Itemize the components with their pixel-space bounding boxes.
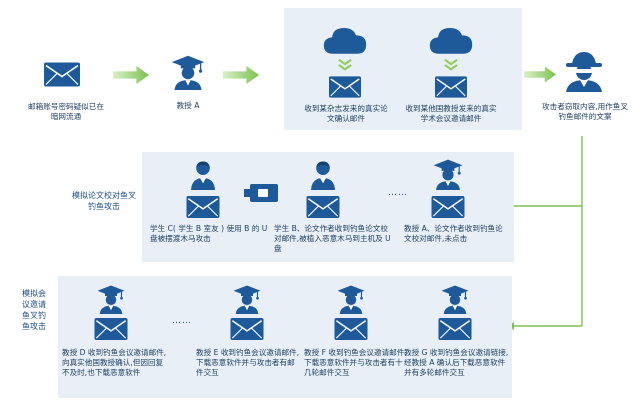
middle-side-label: 模拟论文校对鱼叉钓鱼攻击 — [72, 191, 136, 211]
student-icon — [308, 160, 338, 190]
mail2-label: 收到某他国教授发来的真实学术会议邀请邮件 — [405, 104, 497, 123]
prof-g-envelope-icon — [438, 318, 472, 340]
leaked-label: 邮箱账号密码疑似已在暗网流通 — [28, 102, 104, 121]
prof-d-label: 教授 D 收到钓鱼会议邀请邮件,向真实他国教授确认,但因回复不及时,也下载恶意软… — [62, 348, 167, 377]
student-c-label: 学生 C( 学生 B 室友 ) 使用 B 的 U 盘被摆渡木马攻击 — [150, 224, 268, 243]
arrow-right-icon — [222, 66, 260, 84]
arrow-right-icon — [524, 66, 556, 83]
cloud-download-icon — [322, 24, 368, 56]
prof-d-envelope-icon — [94, 318, 128, 340]
student-b-envelope-icon — [306, 196, 340, 218]
professor-icon — [170, 54, 206, 90]
prof-a-mid-label: 教授 A、论文作者收到钓鱼论文校对邮件,未点击 — [404, 224, 503, 243]
bottom-panel — [58, 276, 512, 398]
bottom-dots: …… — [172, 316, 192, 326]
top-panel — [284, 8, 522, 130]
professor-icon — [440, 284, 470, 314]
prof-a-envelope-icon — [431, 196, 465, 218]
usb-drive-icon — [244, 184, 278, 202]
professor-icon — [336, 284, 366, 314]
student-b-label: 学生 B、论文作者收到钓鱼论文校对邮件,被植入恶意木马到主机及 U 盘 — [274, 224, 391, 253]
cloud-download-icon — [428, 24, 474, 56]
chevron-down-icon — [336, 58, 354, 72]
attacker-label: 攻击者窃取内容,用作鱼叉钓鱼邮件的文案 — [542, 102, 628, 121]
hacker-icon — [566, 52, 602, 92]
middle-dots: …… — [388, 188, 408, 198]
student-c-envelope-icon — [186, 196, 220, 218]
arrow-right-icon — [112, 66, 150, 84]
bottom-side-label: 模拟会议邀请鱼叉钓鱼攻击 — [22, 289, 46, 331]
mail1-label: 收到某杂志发来的真实论文确认邮件 — [304, 104, 388, 123]
mail2-envelope-icon — [435, 76, 467, 98]
leaked-envelope-icon — [44, 62, 80, 87]
professor-icon — [432, 158, 464, 190]
prof-e-label: 教授 E 收到钓鱼会议邀请邮件,下载恶意软件并与攻击者有邮件交互 — [196, 348, 300, 377]
professor-icon — [232, 284, 262, 314]
prof-g-label: 教授 G 收到钓鱼会议邀请链接,经教授 A 确认后下载恶意软件并有多轮邮件交互 — [404, 348, 509, 377]
prof-f-label: 教授 F 收到钓鱼会议邀请邮件,下载恶意软件并与攻击者有十几轮邮件交互 — [304, 348, 407, 377]
professor-icon — [96, 284, 126, 314]
prof-a-label: 教授 A — [176, 101, 200, 110]
prof-e-envelope-icon — [230, 318, 264, 340]
prof-f-envelope-icon — [334, 318, 368, 340]
chevron-down-icon — [442, 58, 460, 72]
student-icon — [188, 160, 218, 190]
flow-line — [508, 136, 583, 330]
mail1-envelope-icon — [329, 76, 361, 98]
